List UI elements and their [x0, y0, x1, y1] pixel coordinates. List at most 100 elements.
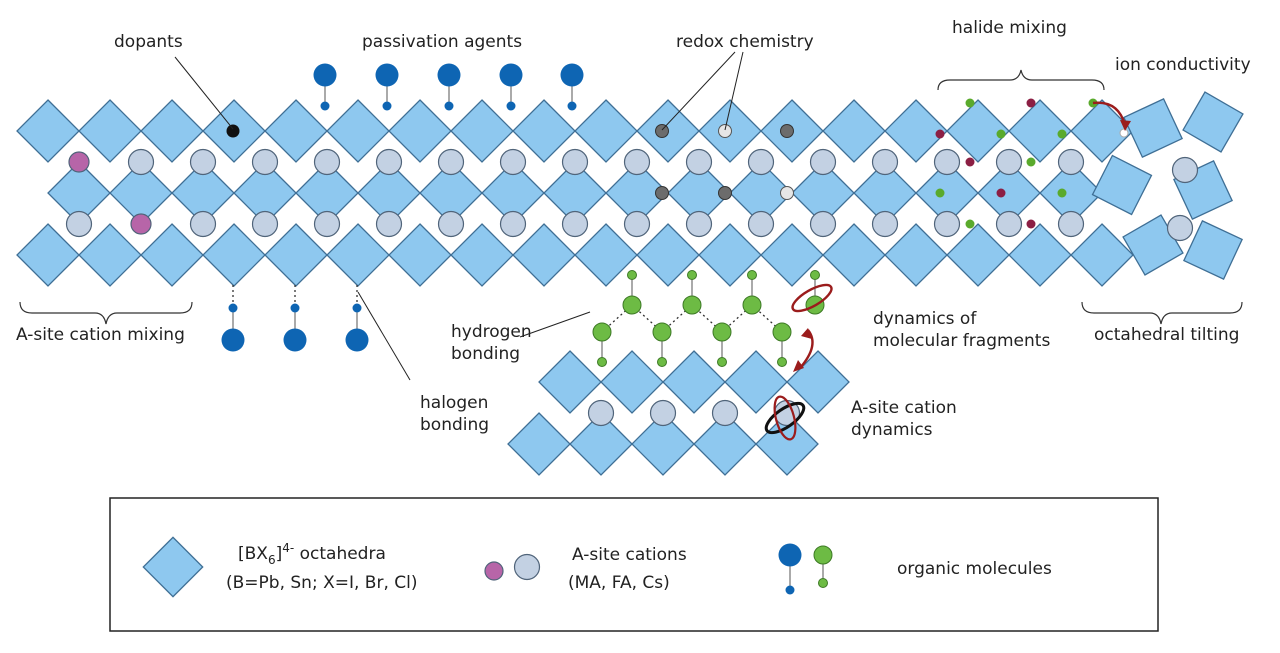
octahedron	[78, 223, 142, 287]
a-site-cation	[933, 148, 961, 176]
tilted-octahedron	[1091, 154, 1153, 216]
a-site-cation	[189, 148, 217, 176]
octahedron	[884, 99, 948, 163]
organic-molecule-down	[772, 322, 792, 367]
a-site-dopant-legend-icon	[484, 561, 504, 581]
halide-atom	[1026, 98, 1036, 108]
a-site-cation	[313, 210, 341, 238]
octahedron	[822, 99, 886, 163]
octahedron	[326, 99, 390, 163]
octahedron	[693, 412, 757, 476]
octahedron	[450, 99, 514, 163]
a-site-cation	[437, 210, 465, 238]
perovskite-lattice	[16, 99, 1134, 287]
octahedron	[326, 223, 390, 287]
a-site-cation-mixing-label: A-site cation mixing	[16, 325, 185, 345]
a-site-cation	[375, 210, 403, 238]
redox-atom-dark	[655, 186, 669, 200]
organic-molecule-down	[652, 322, 672, 367]
vacancy-site	[1119, 128, 1129, 138]
a-site-cation	[623, 148, 651, 176]
halide-atom	[935, 129, 945, 139]
overlay-markers	[226, 98, 1129, 229]
redox-leader-light	[724, 51, 744, 131]
octahedron	[884, 223, 948, 287]
octahedron	[140, 99, 204, 163]
octahedron	[264, 223, 328, 287]
a-site-cation	[587, 399, 615, 427]
octahedron	[1008, 223, 1072, 287]
a-site-cation	[313, 148, 341, 176]
a-site-cation	[499, 148, 527, 176]
a-site-cation	[561, 210, 589, 238]
a-site-cation	[375, 148, 403, 176]
octahedral-tilting-label: octahedral tilting	[1094, 325, 1239, 345]
a-site-cation	[1057, 148, 1085, 176]
organic-molecule-up	[622, 270, 642, 315]
octahedron	[569, 412, 633, 476]
a-site-cation	[1171, 156, 1199, 184]
a-site-cation	[747, 210, 775, 238]
a-site-dopant-cation	[68, 151, 90, 173]
octahedron	[574, 223, 638, 287]
a-site-legend-composition: (MA, FA, Cs)	[568, 573, 670, 593]
rotation-arrow-icon	[791, 283, 833, 313]
octahedra-legend-composition: (B=Pb, Sn; X=I, Br, Cl)	[226, 573, 417, 593]
a-site-cation	[65, 210, 93, 238]
octahedron	[1070, 223, 1134, 287]
organic-legend-icon	[813, 545, 833, 588]
halide-atom	[965, 157, 975, 167]
cation-rotation-ring-icon	[773, 395, 797, 441]
a-site-cation	[189, 210, 217, 238]
dopants-label: dopants	[114, 32, 183, 52]
a-site-cations	[65, 148, 1199, 427]
octahedron	[16, 99, 80, 163]
octahedron-legend-icon	[142, 536, 204, 598]
passivation-agents-label: passivation agents	[362, 32, 522, 52]
a-site-cation	[995, 148, 1023, 176]
redox-leader-dark	[661, 51, 736, 131]
octahedron	[636, 223, 700, 287]
a-site-cation	[1057, 210, 1085, 238]
halide-atom	[996, 188, 1006, 198]
a-site-cation-legend-icon	[513, 553, 541, 581]
halogen-bonded-molecule	[345, 285, 369, 352]
a-site-mixing-brace	[19, 301, 193, 325]
octahedral-tilting-brace	[1081, 301, 1243, 325]
dynamics-molecular-label: dynamics of	[873, 309, 977, 329]
organic-molecule-down	[592, 322, 612, 367]
halide-atom	[1026, 157, 1036, 167]
halide-mixing-brace	[937, 69, 1105, 91]
passivation-molecule	[375, 63, 399, 111]
dopants-leader	[174, 56, 234, 130]
a-site-cation	[561, 148, 589, 176]
redox-atom-dark	[655, 124, 669, 138]
octahedron	[512, 223, 576, 287]
redox-atom-light	[780, 186, 794, 200]
a-site-cation	[499, 210, 527, 238]
octahedron	[388, 223, 452, 287]
octahedron	[78, 99, 142, 163]
passivation-agents-top	[313, 63, 584, 111]
octahedron	[16, 223, 80, 287]
a-site-cation	[1166, 214, 1194, 242]
a-site-dynamics-label-2: dynamics	[851, 420, 933, 440]
tilted-octahedron	[1183, 220, 1243, 280]
halide-mixing-label: halide mixing	[952, 18, 1067, 38]
octahedron	[1008, 99, 1072, 163]
hydrogen-bonding-label-2: bonding	[451, 344, 520, 364]
octahedra-legend-title: [BX6]4- octahedra	[238, 541, 386, 567]
octahedron	[724, 350, 788, 414]
octahedron	[202, 223, 266, 287]
halide-atom	[1026, 219, 1036, 229]
a-site-cation	[871, 148, 899, 176]
a-site-cation	[871, 210, 899, 238]
hydrogen-bonding-leader	[519, 311, 591, 338]
halogen-bonding-label: halogen	[420, 393, 488, 413]
arrowhead-icon	[1120, 120, 1131, 131]
passivation-molecule	[437, 63, 461, 111]
dynamics-arrow-icon	[799, 329, 814, 369]
tilted-octahedron	[1182, 91, 1244, 153]
